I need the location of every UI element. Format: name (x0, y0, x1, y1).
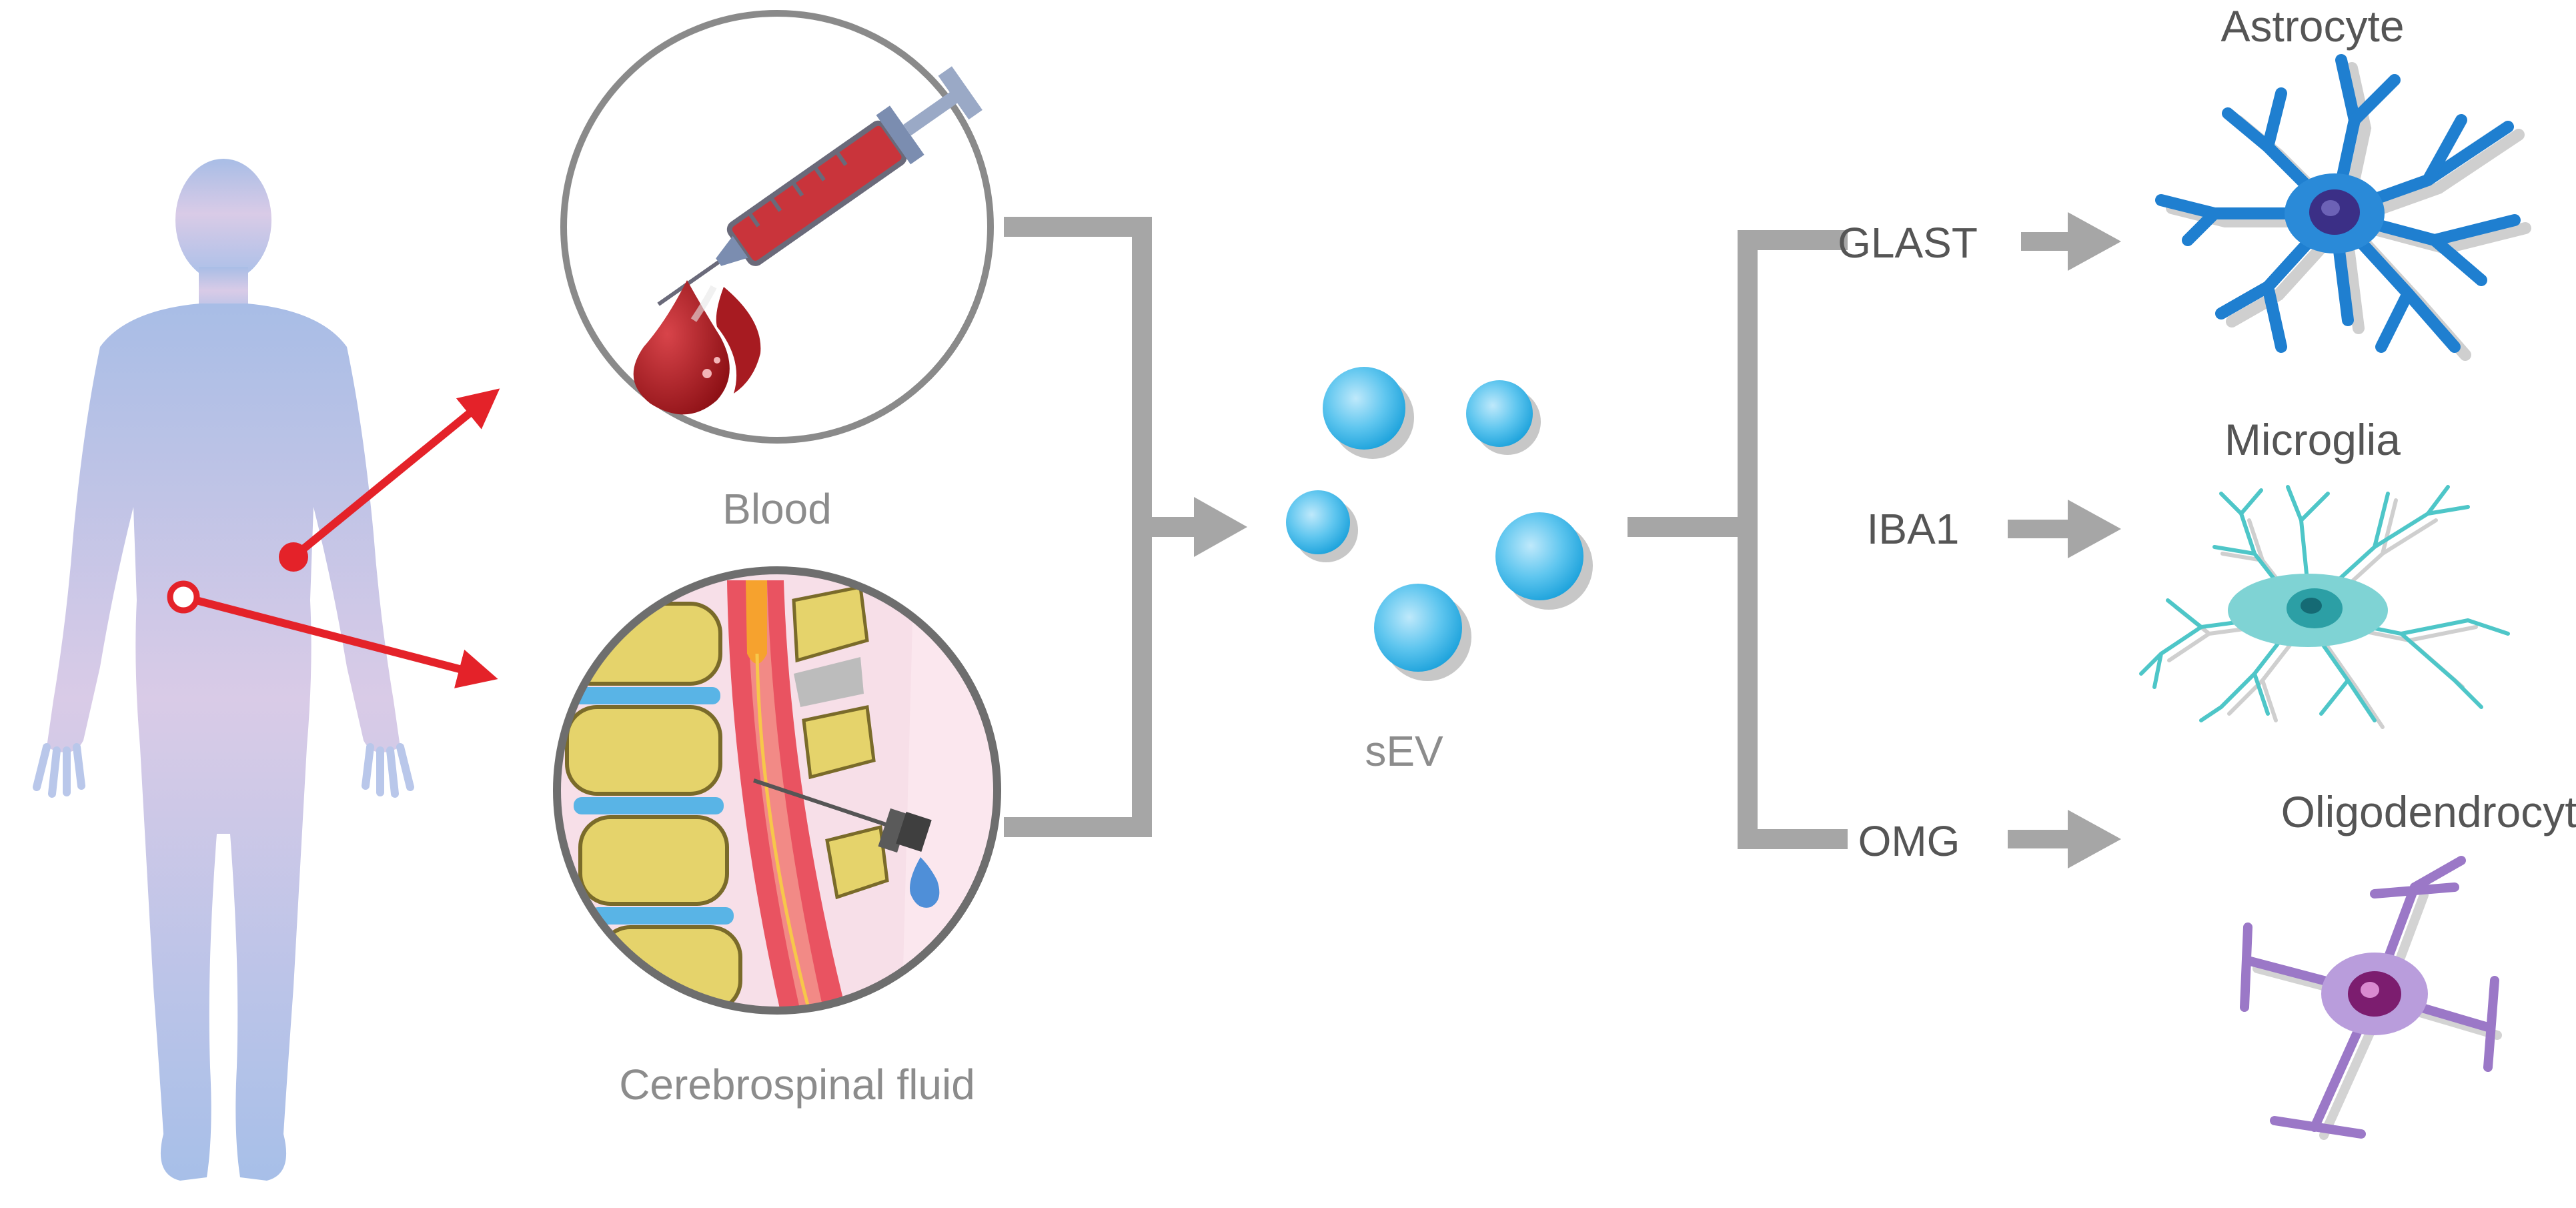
oligodendrocyte-icon (2240, 856, 2502, 1140)
blood-label: Blood (722, 485, 832, 533)
marker-row-omg: OMG (1858, 810, 2121, 868)
lumbar-needle-icon (753, 778, 940, 908)
blood-sampling-arrow (279, 388, 500, 572)
csf-label: Cerebrospinal fluid (619, 1061, 975, 1109)
cell-label-astrocyte: Astrocyte (2220, 1, 2404, 51)
marker-label-iba1: IBA1 (1867, 505, 1960, 553)
marker-split-bracket (1628, 230, 1848, 849)
vesicle-icon (1286, 490, 1358, 562)
marker-label-glast: GLAST (1838, 219, 1978, 267)
cell-label-oligodendrocyte: Oligodendrocyte (2281, 787, 2576, 836)
marker-label-omg: OMG (1858, 817, 1960, 865)
csf-sample-circle (553, 566, 1001, 1015)
vesicle-icon (1495, 512, 1593, 610)
source-merge-bracket (1004, 217, 1201, 837)
spine-icon (557, 574, 914, 1011)
vesicle-icon (1374, 584, 1471, 681)
marker-row-iba1: IBA1 (1867, 500, 2121, 558)
vesicle-icon (1323, 367, 1414, 459)
syringe-icon (657, 66, 983, 306)
merge-arrowhead (1194, 497, 1247, 557)
vesicles-group (1286, 367, 1593, 681)
human-body-icon (33, 159, 414, 1181)
microglia-icon (2139, 485, 2510, 729)
blood-sample-circle (560, 10, 994, 444)
astrocyte-icon (2155, 54, 2531, 361)
vesicle-icon (1466, 380, 1541, 455)
cell-label-microglia: Microglia (2224, 415, 2401, 464)
blood-drop-icon (633, 280, 761, 415)
sev-label: sEV (1365, 727, 1443, 775)
csf-sampling-arrow (167, 580, 498, 688)
marker-row-glast: GLAST (1838, 212, 2121, 271)
